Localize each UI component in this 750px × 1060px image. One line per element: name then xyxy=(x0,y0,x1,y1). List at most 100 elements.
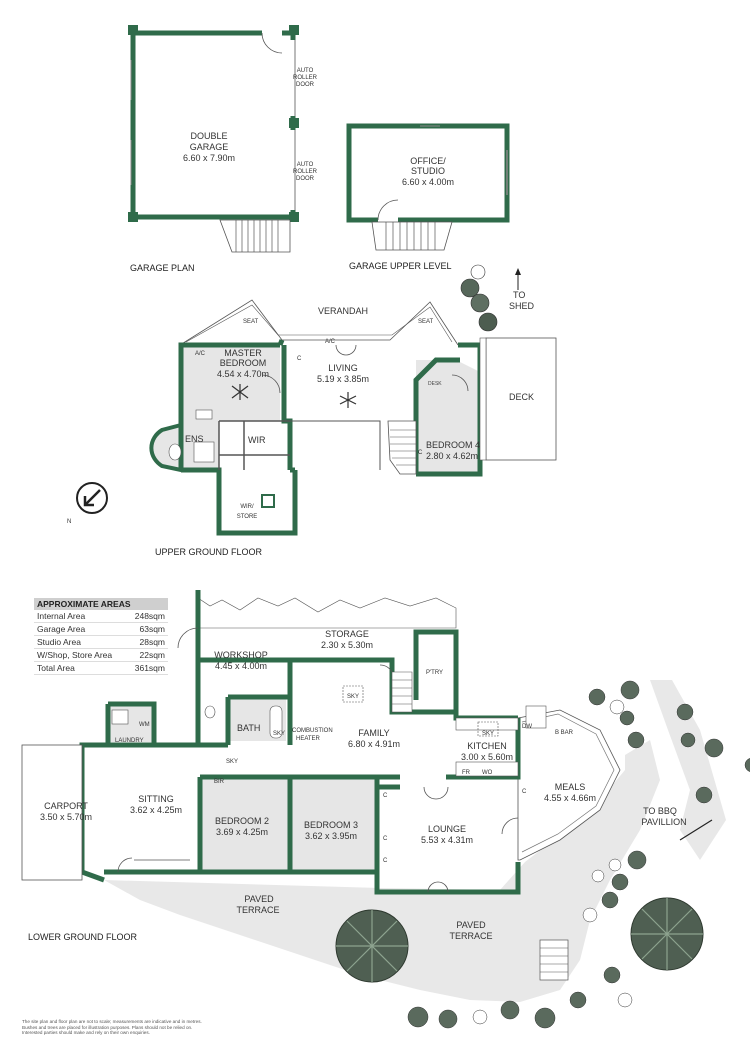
areas-row: W/Shop, Store Area 22sqm xyxy=(34,649,168,662)
kitchen-size: 3.00 x 5.60m xyxy=(461,752,513,762)
office-name-2: STUDIO xyxy=(411,166,445,176)
verandah-label: VERANDAH xyxy=(318,306,368,316)
garage-plan-caption: GARAGE PLAN xyxy=(130,263,195,273)
double-garage-name-2: GARAGE xyxy=(190,142,229,152)
office-size: 6.60 x 4.00m xyxy=(402,177,454,187)
upper-ground-plan xyxy=(76,264,557,536)
areas-row-value: 361sqm xyxy=(134,663,165,673)
to-shed-2: SHED xyxy=(509,301,535,311)
areas-row-value: 248sqm xyxy=(134,611,165,621)
auto-door-top-2: ROLLER xyxy=(293,75,318,81)
storage-size: 2.30 x 5.30m xyxy=(321,640,373,650)
areas-row-value: 63sqm xyxy=(139,624,165,634)
sitting-label: SITTING xyxy=(138,794,174,804)
areas-row: Total Area 361sqm xyxy=(34,662,168,675)
living-label: LIVING xyxy=(328,363,358,373)
combustion-2: HEATER xyxy=(296,736,321,742)
master-size: 4.54 x 4.70m xyxy=(217,369,269,379)
areas-title: APPROXIMATE AREAS xyxy=(34,598,168,610)
cupboard-c4: C xyxy=(383,858,388,864)
meals-size: 4.55 x 4.66m xyxy=(544,793,596,803)
areas-row-label: Total Area xyxy=(37,663,75,673)
laundry-label: LAUNDRY xyxy=(115,738,144,744)
bedroom2-size: 3.69 x 4.25m xyxy=(216,827,268,837)
desk-label: DESK xyxy=(428,381,442,387)
areas-row-label: Garage Area xyxy=(37,624,86,634)
double-garage-name-1: DOUBLE xyxy=(190,131,227,141)
wir-store-2: STORE xyxy=(237,514,258,520)
paved-terrace-2b: TERRACE xyxy=(449,931,492,941)
wo-label: WO xyxy=(482,770,493,776)
ens-label: ENS xyxy=(185,434,204,444)
garage-upper-caption: GARAGE UPPER LEVEL xyxy=(349,261,452,271)
bath-label: BATH xyxy=(237,723,260,733)
bedroom4-size: 2.80 x 4.62m xyxy=(426,451,478,461)
workshop-label: WORKSHOP xyxy=(214,650,268,660)
seat-left: SEAT xyxy=(243,319,259,325)
to-shed-1: TO xyxy=(513,290,525,300)
seat-right: SEAT xyxy=(418,319,434,325)
sky-label-4: SKY xyxy=(482,731,494,737)
carport-size: 3.50 x 5.70m xyxy=(40,812,92,822)
to-bbq-1: TO BBQ xyxy=(643,806,677,816)
kitchen-label: KITCHEN xyxy=(467,741,507,751)
disclaimer-text: The site plan and floor plan are not to … xyxy=(22,1019,202,1036)
family-label: FAMILY xyxy=(358,728,389,738)
master-name-2: BEDROOM xyxy=(220,358,267,368)
auto-door-bot-2: ROLLER xyxy=(293,169,318,175)
carport-label: CARPORT xyxy=(44,801,88,811)
lower-ground-plan xyxy=(21,590,750,1029)
auto-door-bot-3: DOOR xyxy=(296,176,315,182)
living-size: 5.19 x 3.85m xyxy=(317,374,369,384)
family-size: 6.80 x 4.91m xyxy=(348,739,400,749)
paved-terrace-1a: PAVED xyxy=(244,894,274,904)
bir-label: BIR xyxy=(214,779,225,785)
cupboard-c6: C xyxy=(522,789,527,795)
paved-terrace-2a: PAVED xyxy=(456,920,486,930)
areas-row-value: 22sqm xyxy=(139,650,165,660)
lounge-size: 5.53 x 4.31m xyxy=(421,835,473,845)
upper-ground-caption: UPPER GROUND FLOOR xyxy=(155,547,263,557)
to-bbq-2: PAVILLION xyxy=(641,817,686,827)
storage-label: STORAGE xyxy=(325,629,369,639)
compass-north: N xyxy=(67,519,71,525)
areas-row-label: Studio Area xyxy=(37,637,81,647)
sky-label-1: SKY xyxy=(347,694,359,700)
wir-label: WIR xyxy=(248,435,266,445)
sitting-size: 3.62 x 4.25m xyxy=(130,805,182,815)
bedroom2-label: BEDROOM 2 xyxy=(215,816,269,826)
meals-label: MEALS xyxy=(555,782,586,792)
ac-label-2: A/C xyxy=(325,339,336,345)
combustion-1: COMBUSTION xyxy=(292,728,333,734)
fr-label: FR xyxy=(462,770,471,776)
deck-label: DECK xyxy=(509,392,534,402)
bbar-label: B BAR xyxy=(555,730,574,736)
double-garage xyxy=(128,25,299,253)
areas-row: Garage Area 63sqm xyxy=(34,623,168,636)
areas-row-label: W/Shop, Store Area xyxy=(37,650,113,660)
bedroom3-label: BEDROOM 3 xyxy=(304,820,358,830)
office-studio xyxy=(346,123,510,251)
workshop-size: 4.45 x 4.00m xyxy=(215,661,267,671)
auto-door-top-3: DOOR xyxy=(296,82,315,88)
wm-label: WM xyxy=(139,722,150,728)
areas-row-label: Internal Area xyxy=(37,611,86,621)
sky-label-3: SKY xyxy=(226,759,238,765)
bedroom4-label: BEDROOM 4 xyxy=(426,440,480,450)
dw-label: DW xyxy=(522,724,532,730)
ac-label-1: A/C xyxy=(195,351,206,357)
auto-door-bot-1: AUTO xyxy=(297,162,314,168)
areas-row: Internal Area 248sqm xyxy=(34,610,168,623)
paved-terrace-1b: TERRACE xyxy=(236,905,279,915)
approximate-areas-table: APPROXIMATE AREAS Internal Area 248sqm G… xyxy=(34,598,168,675)
cupboard-c1: C xyxy=(297,356,302,362)
auto-door-top-1: AUTO xyxy=(297,68,314,74)
lounge-label: LOUNGE xyxy=(428,824,466,834)
wir-store-1: WIR/ xyxy=(240,504,254,510)
office-name-1: OFFICE/ xyxy=(410,156,446,166)
bedroom3-size: 3.62 x 3.95m xyxy=(305,831,357,841)
areas-row-value: 28sqm xyxy=(139,637,165,647)
lower-ground-caption: LOWER GROUND FLOOR xyxy=(28,932,138,942)
pantry-label: P'TRY xyxy=(426,670,443,676)
